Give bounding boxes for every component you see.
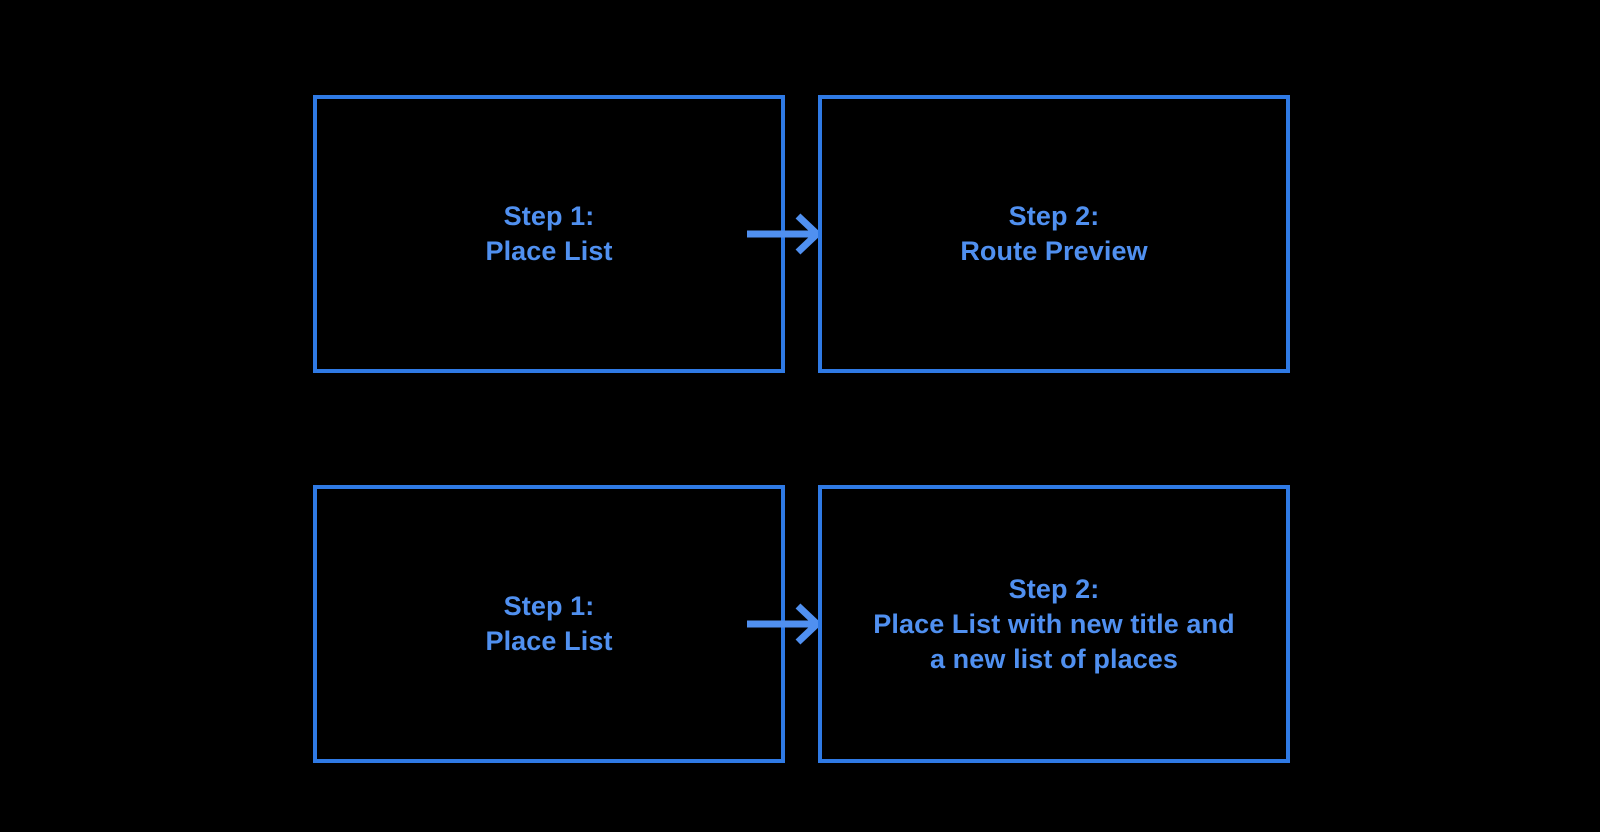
step-box-label: Step 2: Route Preview [960,201,1148,266]
step-box-step-2-route-preview[interactable]: Step 2: Route Preview [818,95,1290,373]
step-box-label: Step 2: Place List with new title and a … [873,573,1235,674]
flow-row-route-preview: Step 1: Place List Step 2: Route Preview [0,95,1600,373]
flow-row-new-place-list: Step 1: Place List Step 2: Place List wi… [0,485,1600,763]
step-box-step-1-place-list[interactable]: Step 1: Place List [313,485,785,763]
step-box-step-2-new-place-list[interactable]: Step 2: Place List with new title and a … [818,485,1290,763]
step-box-label: Step 1: Place List [485,201,613,266]
step-box-label: Step 1: Place List [485,591,613,656]
step-box-step-1-place-list[interactable]: Step 1: Place List [313,95,785,373]
